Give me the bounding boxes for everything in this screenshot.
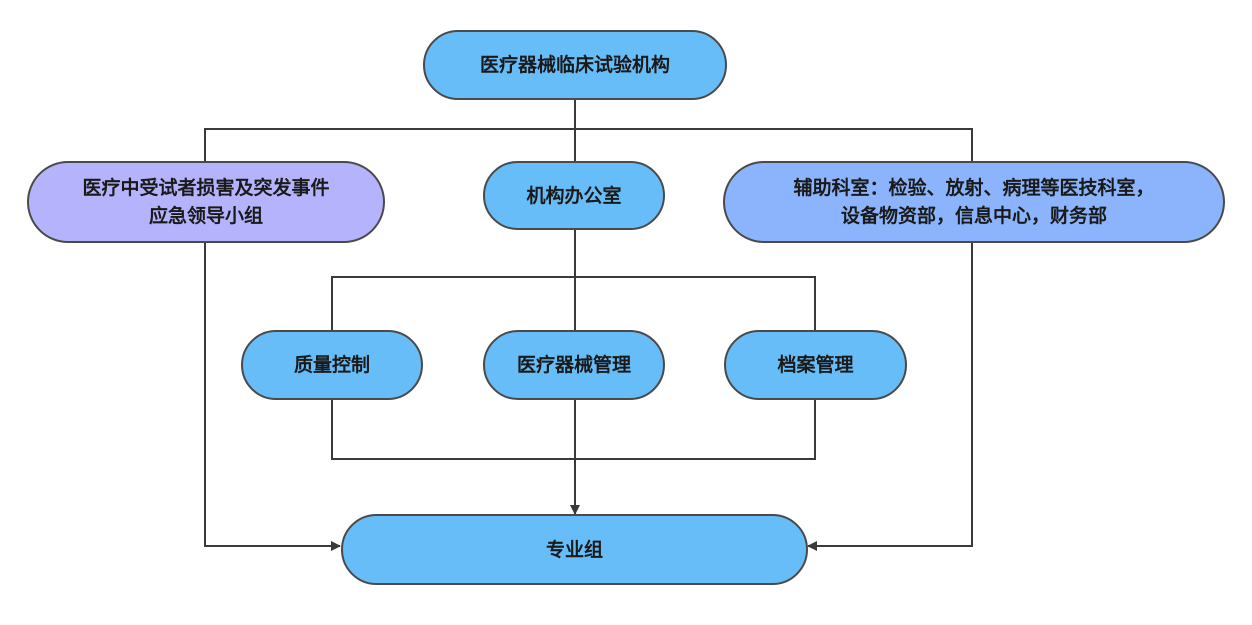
node-support-depts-label-line1: 辅助科室：检验、放射、病理等医技科室， bbox=[793, 177, 1155, 199]
node-quality-control-label: 质量控制 bbox=[293, 354, 370, 376]
node-emergency-group[interactable]: 医疗中受试者损害及突发事件 应急领导小组 bbox=[27, 161, 385, 243]
node-root[interactable]: 医疗器械临床试验机构 bbox=[423, 30, 727, 100]
node-specialty-group-label: 专业组 bbox=[545, 538, 603, 561]
node-device-management[interactable]: 医疗器械管理 bbox=[483, 330, 665, 400]
node-archive-management[interactable]: 档案管理 bbox=[724, 330, 907, 400]
node-support-depts-label-line2: 设备物资部，信息中心，财务部 bbox=[840, 205, 1107, 227]
node-support-depts[interactable]: 辅助科室：检验、放射、病理等医技科室， 设备物资部，信息中心，财务部 bbox=[723, 161, 1225, 243]
node-office[interactable]: 机构办公室 bbox=[483, 161, 665, 230]
node-office-label: 机构办公室 bbox=[526, 184, 622, 207]
node-device-management-label: 医疗器械管理 bbox=[516, 354, 631, 376]
node-root-label: 医疗器械临床试验机构 bbox=[479, 54, 670, 76]
node-specialty-group[interactable]: 专业组 bbox=[341, 514, 808, 585]
connector-support-specialty bbox=[807, 243, 973, 551]
node-quality-control[interactable]: 质量控制 bbox=[241, 330, 423, 400]
node-archive-management-label: 档案管理 bbox=[777, 354, 854, 376]
node-emergency-group-label-line2: 应急领导小组 bbox=[148, 205, 263, 227]
connector-sub-bus bbox=[331, 276, 816, 330]
connector-lower-bracket bbox=[331, 400, 816, 460]
connector-top-bus bbox=[204, 128, 973, 161]
connector-emergency-specialty bbox=[204, 243, 341, 551]
node-emergency-group-label-line1: 医疗中受试者损害及突发事件 bbox=[82, 177, 330, 199]
